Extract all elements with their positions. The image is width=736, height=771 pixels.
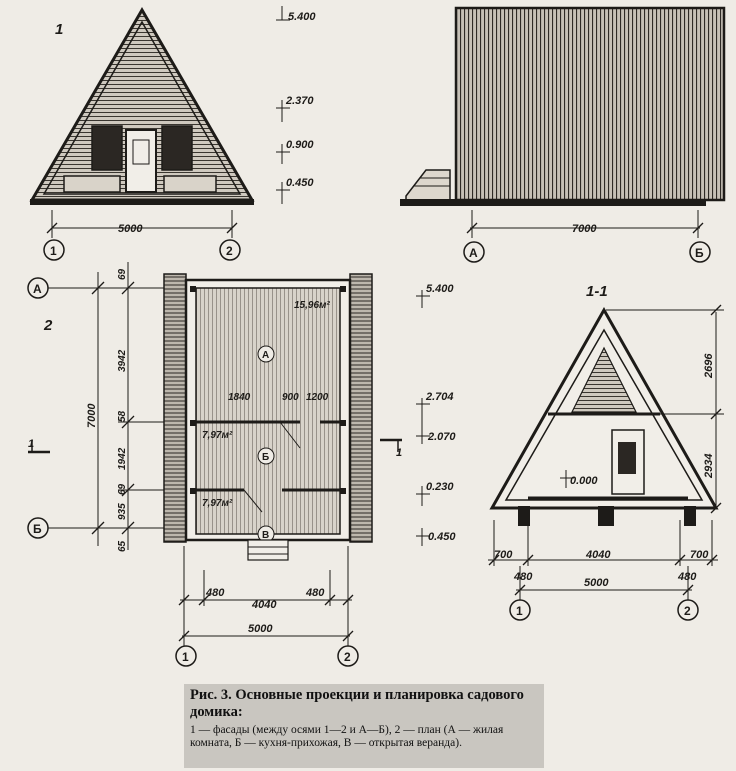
level-minus-0450: 0.450 xyxy=(428,531,456,543)
level-plan-5400: 5.400 xyxy=(426,283,454,295)
section-label: 1-1 xyxy=(586,283,608,300)
dim-room-900: 900 xyxy=(282,392,299,403)
level-0450: 0.450 xyxy=(286,177,314,189)
axis-front-1: 1 xyxy=(50,244,57,258)
dim-front-5000: 5000 xyxy=(118,223,143,235)
level-0000: 0.000 xyxy=(570,475,598,487)
dim-side-7000: 7000 xyxy=(572,223,597,235)
dim-plan-3942: 3942 xyxy=(117,349,128,372)
dim-sec-2934: 2934 xyxy=(703,454,715,479)
dim-plan-58: 58 xyxy=(117,410,128,422)
room-b-label: Б xyxy=(262,452,269,463)
dim-room-1200: 1200 xyxy=(306,392,329,403)
dim-sec-700-left: 700 xyxy=(494,549,513,561)
axis-sec-1: 1 xyxy=(516,604,523,618)
dim-plan-4040: 4040 xyxy=(251,599,277,611)
dim-room-1840: 1840 xyxy=(228,392,251,403)
axis-sec-2: 2 xyxy=(684,604,691,618)
level-0900: 0.900 xyxy=(286,139,314,151)
level-2070: 2.070 xyxy=(427,431,456,443)
figure-caption: Рис. 3. Основные проекции и планировка с… xyxy=(184,684,544,768)
dim-sec-700-right: 700 xyxy=(690,549,709,561)
dim-sec-2696: 2696 xyxy=(703,353,715,379)
dim-plan-480-right: 480 xyxy=(305,587,325,599)
dim-sec-480-right: 480 xyxy=(677,571,697,583)
cut-mark-left: 1 xyxy=(28,438,34,450)
dim-plan-69: 69 xyxy=(117,268,128,280)
axis-side-b: Б xyxy=(695,246,704,260)
dim-sec-5000: 5000 xyxy=(584,577,609,589)
dim-plan-69b: 69 xyxy=(117,483,128,495)
axis-plan-a: А xyxy=(33,282,42,296)
floor-plan xyxy=(27,262,430,667)
architectural-drawing: 1 5.400 2.370 0.900 0.450 5000 1 2 7000 … xyxy=(27,6,726,667)
level-2704: 2.704 xyxy=(425,391,454,403)
area-room-a: 15,96м² xyxy=(294,300,330,311)
dim-plan-1942: 1942 xyxy=(117,447,128,470)
level-5400: 5.400 xyxy=(288,11,316,23)
area-room-b: 7,97м² xyxy=(202,430,233,441)
axis-side-a: А xyxy=(469,246,478,260)
dim-plan-5000: 5000 xyxy=(248,623,273,635)
room-c-label: В xyxy=(262,530,269,541)
section-1-1 xyxy=(488,304,724,621)
level-minus-0230: 0.230 xyxy=(426,481,454,493)
level-2370: 2.370 xyxy=(285,95,314,107)
axis-plan-b: Б xyxy=(33,522,42,536)
caption-title: Рис. 3. Основные проекции и планировка с… xyxy=(190,687,524,720)
side-facade xyxy=(400,6,726,263)
dim-sec-4040: 4040 xyxy=(585,549,611,561)
axis-plan-1: 1 xyxy=(182,650,189,664)
dim-sec-480-left: 480 xyxy=(513,571,533,583)
axis-plan-2: 2 xyxy=(344,650,351,664)
front-facade xyxy=(29,6,290,261)
area-room-c: 7,97м² xyxy=(202,498,233,509)
dim-plan-935: 935 xyxy=(117,503,128,520)
plan-label: 2 xyxy=(43,317,53,334)
dim-plan-65: 65 xyxy=(117,540,128,552)
axis-front-2: 2 xyxy=(226,244,233,258)
caption-text: 1 — фасады (между осями 1—2 и А—Б), 2 — … xyxy=(190,724,504,749)
cut-mark-right: 1 xyxy=(396,447,402,459)
facade-label: 1 xyxy=(55,21,63,38)
dim-plan-480-left: 480 xyxy=(205,587,225,599)
dim-plan-7000: 7000 xyxy=(86,403,98,428)
room-a-label: А xyxy=(262,350,269,361)
